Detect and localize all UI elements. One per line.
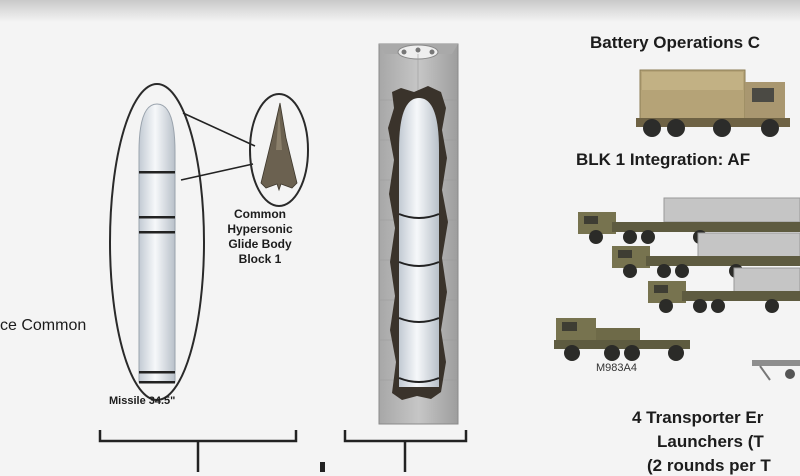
battery-ops-title: Battery Operations C [590,33,761,52]
left-common-label: ce Common [0,317,87,334]
trailer-partial [752,360,800,381]
blk1-integration-title: BLK 1 Integration: AF [576,150,751,169]
transporter-label-2: Launchers (T [657,432,764,451]
missile-label: Missile 34.5" [109,395,176,407]
launcher-truck-1 [578,197,800,244]
launcher-truck-2 [612,232,800,278]
glide-body-label-4: Block 1 [238,252,282,266]
bracket-canister [343,430,468,443]
canister-illustration [378,43,459,425]
top-shadow [0,0,800,22]
bracket-missile [98,430,298,443]
connector-line-top [182,112,256,147]
ops-center-truck-illustration [636,69,790,137]
glide-body-label-3: Glide Body [228,237,292,251]
glide-body-label-1: Common [234,207,286,221]
transporter-label-3: (2 rounds per T [647,456,771,475]
launcher-truck-4 [554,318,690,361]
glide-body-label-2: Hypersonic [227,222,293,236]
glide-body-illustration [249,93,309,207]
transporter-label-1: 4 Transporter Er [632,408,764,427]
vehicle-code-label: M983A4 [596,362,637,374]
missile-illustration [109,83,205,401]
connector-line-bottom [180,163,254,181]
launcher-truck-3 [648,267,800,313]
